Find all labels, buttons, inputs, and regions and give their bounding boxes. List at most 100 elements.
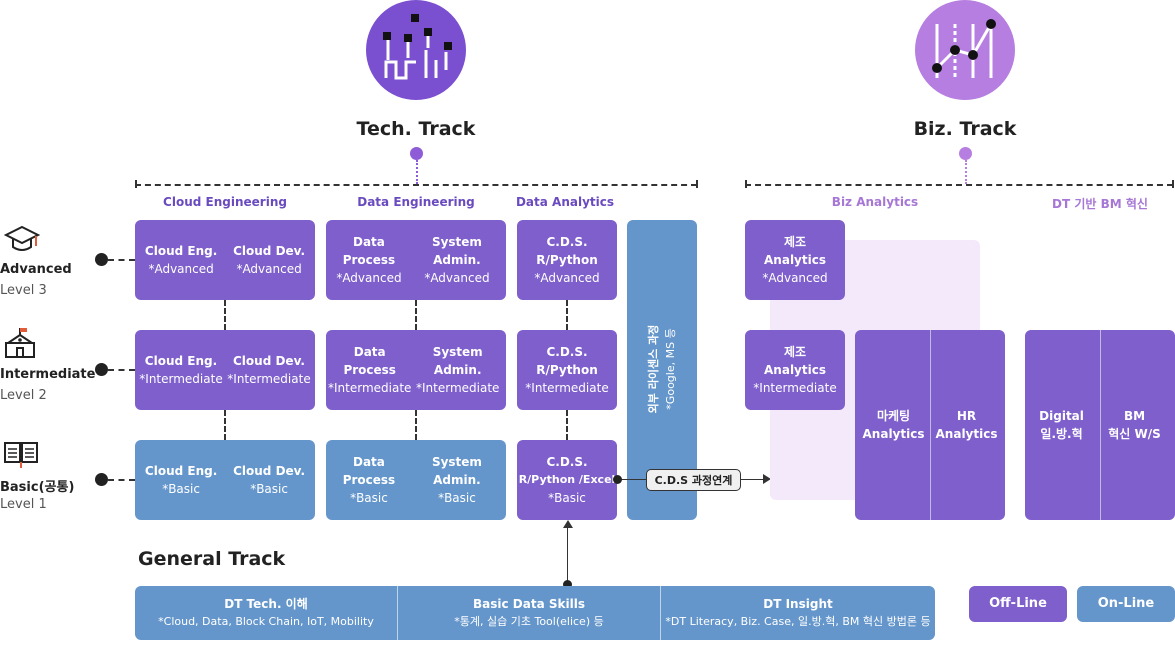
level-2-connector (108, 369, 135, 371)
manufacturing-advanced-title: 제조 (783, 235, 807, 249)
bm-title: BM (1123, 409, 1146, 423)
level-basic-name: Basic(공통) (0, 480, 75, 495)
general-dt-insight[interactable]: DT Insight *DT Literacy, Biz. Case, 일.방.… (661, 586, 935, 640)
legend-online-label: On-Line (1097, 596, 1155, 611)
cloud-dev-advanced-level: *Advanced (236, 262, 302, 276)
biz-connector-dot (959, 147, 972, 160)
cds-advanced-title: C.D.S. (546, 235, 588, 249)
level-2-dot (95, 363, 108, 376)
manufacturing-intermediate-box[interactable]: 제조 Analytics *Intermediate (745, 330, 845, 410)
marketing-hr-divider (930, 330, 931, 520)
manufacturing-advanced-level: *Advanced (762, 271, 828, 285)
cds-advanced-box[interactable]: C.D.S. R/Python *Advanced (517, 220, 617, 300)
level-3-connector (108, 259, 135, 261)
legend-offline-label: Off-Line (989, 596, 1047, 611)
system-admin-intermediate-level: *Intermediate (416, 381, 500, 395)
general-basic-data-skills[interactable]: Basic Data Skills *통계, 실습 기초 Tool(elice)… (397, 586, 661, 640)
tech-track-icon (366, 0, 466, 100)
cds-basic-box[interactable]: C.D.S. R/Python /Excel *Basic (517, 440, 617, 520)
level-1-dot (95, 473, 108, 486)
cds-link-label: C.D.S 과정연계 (646, 469, 741, 491)
cloud-dev-basic-title: Cloud Dev. (233, 464, 306, 478)
cloud-dev-intermediate-level: *Intermediate (227, 372, 311, 386)
cloud-dev-advanced-title: Cloud Dev. (233, 244, 306, 258)
manufacturing-intermediate-title: 제조 (783, 345, 807, 359)
tech-track-title: Tech. Track (356, 118, 476, 140)
external-license-text: 외부 라이센스 과정 *Google, MS 등 (645, 259, 679, 479)
level-basic-number: Level 1 (0, 497, 47, 512)
biz-connector-line (965, 160, 967, 184)
dt-insight-sub: *DT Literacy, Biz. Case, 일.방.혁, BM 혁신 방법… (665, 615, 931, 628)
cloud-eng-intermediate-level: *Intermediate (139, 372, 223, 386)
general-dt-tech[interactable]: DT Tech. 이해 *Cloud, Data, Block Chain, I… (135, 586, 397, 640)
system-admin-advanced-title: System Admin. (431, 235, 482, 267)
cds-vertical-connector-2 (566, 410, 568, 440)
bm-subtitle: 혁신 W/S (1108, 427, 1161, 441)
cds-vertical-connector-1 (566, 300, 568, 330)
system-admin-intermediate-title: System Admin. (432, 345, 483, 377)
cds-link-start-dot (613, 475, 622, 484)
general-to-cds-line (567, 525, 568, 585)
data-process-advanced-level: *Advanced (336, 271, 402, 285)
cds-intermediate-level: *Intermediate (525, 381, 609, 395)
cds-advanced-subtitle: R/Python (536, 253, 598, 267)
legend-offline: Off-Line (969, 586, 1067, 622)
level-advanced-name: Advanced (0, 262, 72, 277)
hr-title: HR (956, 409, 977, 423)
cds-intermediate-subtitle: R/Python (536, 363, 598, 377)
data-intermediate-box[interactable]: Data Process*Intermediate System Admin.*… (326, 330, 506, 410)
cloud-eng-basic-title: Cloud Eng. (144, 464, 218, 478)
general-track-box[interactable]: DT Tech. 이해 *Cloud, Data, Block Chain, I… (135, 586, 935, 640)
data-process-basic-level: *Basic (350, 491, 388, 505)
manufacturing-intermediate-level: *Intermediate (753, 381, 837, 395)
biz-track-icon (915, 0, 1015, 100)
cloud-vertical-connector-2 (224, 410, 226, 440)
system-admin-basic-level: *Basic (438, 491, 476, 505)
cloud-dev-intermediate-title: Cloud Dev. (233, 354, 305, 368)
open-book-icon (3, 440, 39, 470)
basic-data-skills-sub: *통계, 실습 기초 Tool(elice) 등 (454, 615, 604, 628)
hr-subtitle: Analytics (935, 427, 998, 441)
cloud-dev-basic-level: *Basic (250, 482, 288, 496)
cds-basic-subtitle: R/Python /Excel (518, 473, 616, 486)
header-data-analytics: Data Analytics (515, 195, 615, 209)
level-3-dot (95, 253, 108, 266)
cloud-eng-advanced-level: *Advanced (148, 262, 214, 276)
general-to-cds-dot (563, 580, 572, 589)
data-process-intermediate-title: Data Process (343, 345, 396, 377)
tech-bracket-right (696, 180, 698, 188)
external-license-sub: *Google, MS 등 (664, 328, 677, 410)
cloud-vertical-connector-1 (224, 300, 226, 330)
cds-basic-title: C.D.S. (546, 455, 588, 469)
cds-link-arrow-head (763, 474, 771, 484)
cloud-intermediate-box[interactable]: Cloud Eng.*Intermediate Cloud Dev.*Inter… (135, 330, 315, 410)
tech-connector-dot (410, 147, 423, 160)
dt-insight-title: DT Insight (763, 597, 833, 611)
data-vertical-connector-1 (415, 300, 417, 330)
digital-subtitle: 일.방.혁 (1040, 427, 1083, 441)
general-to-cds-arrow-head (563, 520, 573, 528)
biz-bracket-left (745, 180, 747, 188)
general-track-title: General Track (138, 548, 286, 570)
manufacturing-advanced-box[interactable]: 제조 Analytics *Advanced (745, 220, 845, 300)
data-basic-box[interactable]: Data Process*Basic System Admin.*Basic (326, 440, 506, 520)
dt-tech-title: DT Tech. 이해 (224, 597, 308, 611)
tech-bracket (135, 184, 697, 186)
data-process-advanced-title: Data Process (342, 235, 396, 267)
cds-intermediate-box[interactable]: C.D.S. R/Python *Intermediate (517, 330, 617, 410)
cloud-advanced-box[interactable]: Cloud Eng.*Advanced Cloud Dev.*Advanced (135, 220, 315, 300)
data-vertical-connector-2 (415, 410, 417, 440)
legend-online: On-Line (1077, 586, 1175, 622)
level-intermediate-name: Intermediate (0, 367, 96, 382)
cloud-basic-box[interactable]: Cloud Eng. *Basic Cloud Dev. *Basic (135, 440, 315, 520)
cds-advanced-level: *Advanced (534, 271, 600, 285)
level-advanced-number: Level 3 (0, 283, 47, 298)
data-advanced-box[interactable]: Data Process*Advanced System Admin.*Adva… (326, 220, 506, 300)
cloud-eng-basic-level: *Basic (162, 482, 200, 496)
cds-basic-level: *Basic (548, 491, 586, 505)
tech-connector-line (416, 160, 418, 184)
digital-bm-divider (1100, 330, 1101, 520)
school-building-icon (3, 326, 37, 360)
dt-tech-sub: *Cloud, Data, Block Chain, IoT, Mobility (158, 615, 374, 628)
manufacturing-intermediate-subtitle: Analytics (764, 363, 826, 377)
